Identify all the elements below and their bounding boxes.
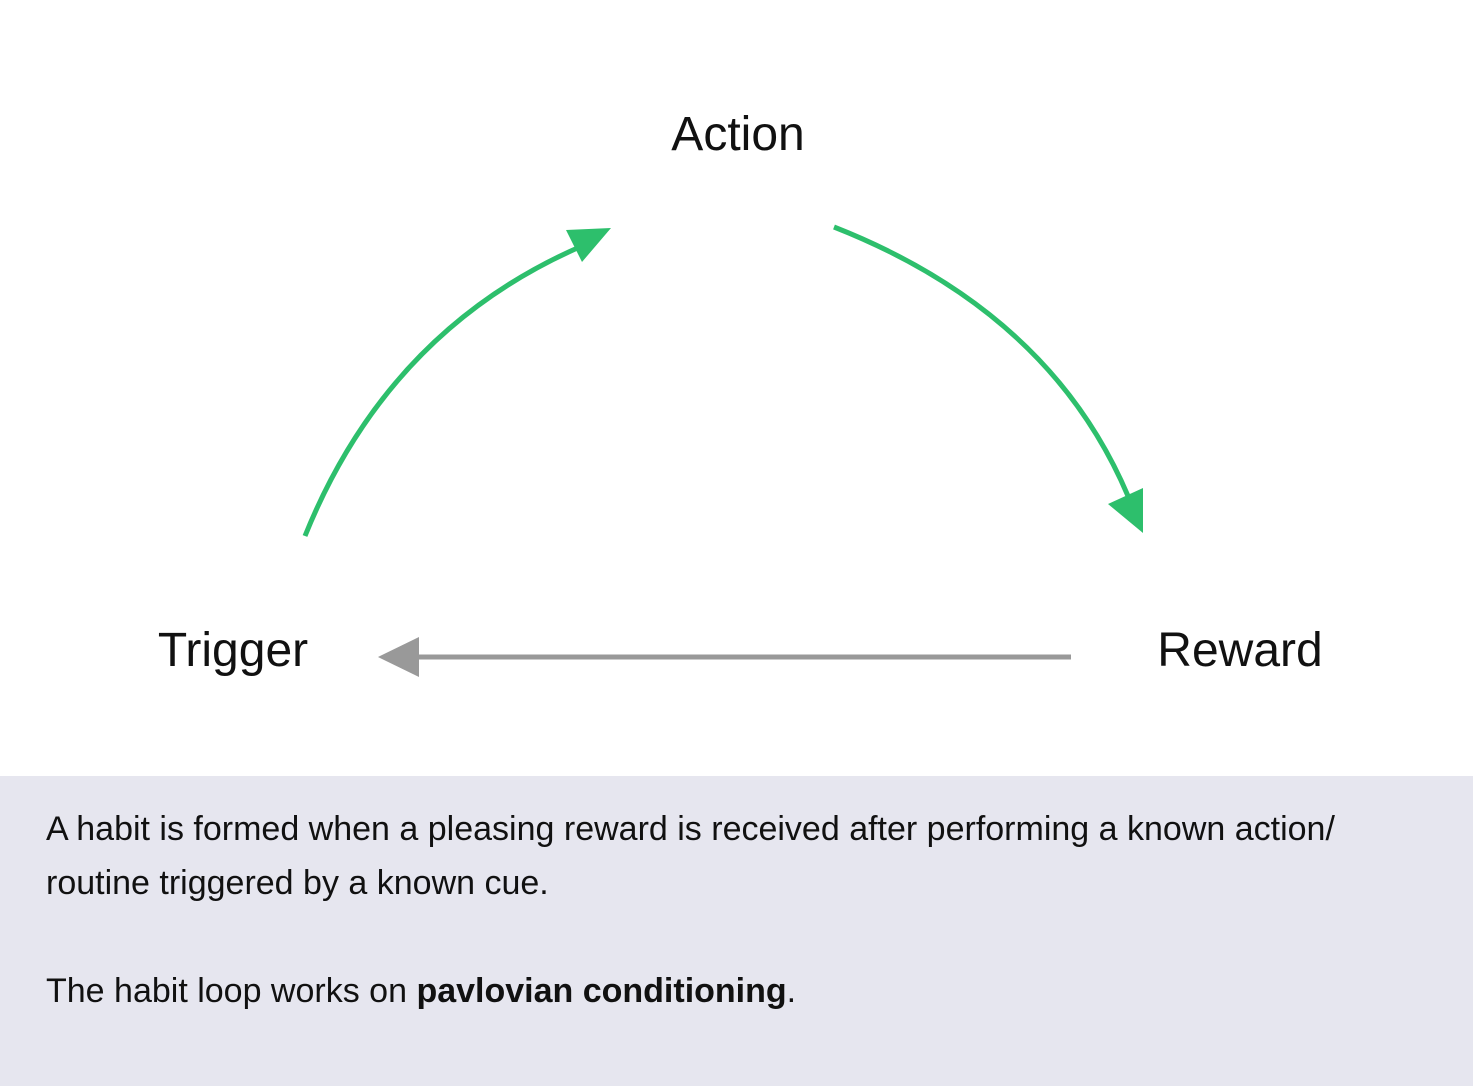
arrow-action-to-reward	[833, 224, 1143, 533]
arrow-trigger-to-action-head	[566, 228, 611, 262]
node-trigger-label: Trigger	[158, 624, 308, 677]
arrow-trigger-to-action	[302, 228, 611, 537]
habit-loop-diagram: Action Trigger Reward	[158, 108, 1323, 677]
node-reward-label: Reward	[1157, 624, 1322, 677]
arrow-reward-to-trigger-head	[378, 637, 419, 677]
arrow-trigger-to-action-line	[302, 243, 583, 537]
caption-text-prefix: The habit loop works on	[46, 972, 417, 1010]
caption-panel: A habit is formed when a pleasing reward…	[0, 776, 1473, 1086]
caption-text-suffix: .	[786, 972, 797, 1010]
arrow-action-to-reward-head	[1108, 488, 1143, 533]
caption-emphasis-pavlovian: pavlovian conditioning	[416, 972, 787, 1010]
arrow-action-to-reward-line	[833, 224, 1131, 497]
arrow-reward-to-trigger	[378, 637, 1071, 677]
caption-paragraph-habit-loop: The habit loop works on pavlovian condit…	[46, 964, 1427, 1018]
caption-paragraph-habit-formation: A habit is formed when a pleasing reward…	[46, 810, 1335, 902]
node-action-label: Action	[671, 108, 804, 161]
